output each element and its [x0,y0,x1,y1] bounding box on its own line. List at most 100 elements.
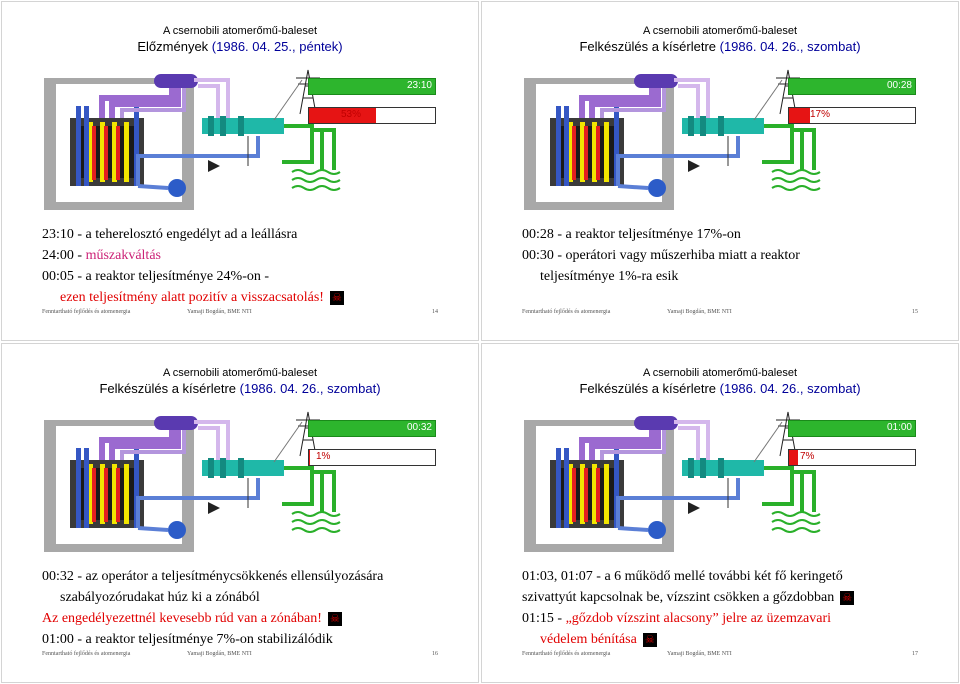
footer-course: Fenntartható fejlődés és atomenergia [522,651,611,657]
slide-footer: Fenntartható fejlődés és atomenergia Yam… [522,309,918,319]
slide-16: A csernobili atomerőmű-baleset Felkészül… [1,343,479,683]
power-indicator: 1% [308,449,436,466]
power-fill [309,450,311,465]
slide-supertitle: A csernobili atomerőmű-baleset [642,367,798,379]
text-line: 23:10 - a teherelosztó engedélyt ad a le… [42,224,452,245]
slide-title: Előzmények (1986. 04. 25., péntek) [42,39,438,54]
slide-footer: Fenntartható fejlődés és atomenergia Yam… [42,651,438,661]
pump [648,521,666,539]
valve [208,160,220,172]
footer-author: Yamaji Bogdán, BME NTI [667,309,732,315]
power-label: 7% [800,451,815,462]
time-label: 00:28 [886,80,912,91]
steam-drum [154,416,198,430]
power-fill [789,108,811,123]
page-number: 14 [432,309,438,315]
line-text: szivattyút kapcsolnak be, vízszint csökk… [522,590,835,605]
power-fill [309,108,376,123]
text-line: 00:32 - az operátor a teljesítménycsökke… [42,566,452,587]
slide-14: A csernobili atomerőmű-baleset Előzménye… [1,1,479,341]
text-line: Az engedélyezettnél kevesebb rúd van a z… [42,608,452,629]
cooling-water [771,169,821,191]
diagram [522,402,920,554]
time-indicator: 23:10 [308,78,436,95]
slide-text: 00:32 - az operátor a teljesítménycsökke… [42,566,452,650]
reactor-schematic [522,402,920,554]
skull-warning-icon: ☠ [840,590,855,605]
generator [738,460,764,476]
footer-course: Fenntartható fejlődés és atomenergia [42,651,131,657]
line-text: 00:05 - a reaktor teljesítménye 24%-on - [42,269,270,284]
slide-text: 23:10 - a teherelosztó engedélyt ad a le… [42,224,452,308]
footer-course: Fenntartható fejlődés és atomenergia [522,309,611,315]
slide-title: Felkészülés a kísérletre (1986. 04. 26.,… [42,381,438,396]
text-line: szivattyút kapcsolnak be, vízszint csökk… [522,587,932,608]
line-text: 01:15 - [522,611,566,626]
generator [258,460,284,476]
text-line: teljesítménye 1%-ra esik [522,266,932,287]
line-text: 00:32 - az operátor a teljesítménycsökke… [42,569,384,584]
cooling-water [291,511,341,533]
pump [168,179,186,197]
time-label: 23:10 [406,80,432,91]
power-fill [789,450,798,465]
text-line: 00:28 - a reaktor teljesítménye 17%-on [522,224,932,245]
slide-15: A csernobili atomerőmű-baleset Felkészül… [481,1,959,341]
title-main: Előzmények [137,39,209,54]
page-number: 16 [432,651,438,657]
slide-title: Felkészülés a kísérletre (1986. 04. 26.,… [522,381,918,396]
time-label: 01:00 [886,422,912,433]
valve [688,502,700,514]
title-date: (1986. 04. 25., péntek) [208,39,343,54]
time-label: 00:32 [406,422,432,433]
pump [648,179,666,197]
skull-warning-icon: ☠ [642,632,657,647]
line-text: teljesítménye 1%-ra esik [540,269,679,284]
footer-author: Yamaji Bogdán, BME NTI [187,651,252,657]
line-text: szabályozórudakat húz ki a zónából [60,590,260,605]
reactor-schematic [42,402,440,554]
line-highlight: Az engedélyezettnél kevesebb rúd van a z… [42,611,322,626]
cooling-water [771,511,821,533]
slide-title: Felkészülés a kísérletre (1986. 04. 26.,… [522,39,918,54]
slide-supertitle: A csernobili atomerőmű-baleset [162,367,318,379]
line-highlight: ezen teljesítmény alatt pozitív a vissza… [60,290,324,305]
text-line: 01:15 - „gőzdob vízszint alacsony” jelre… [522,608,932,629]
line-highlight: műszakváltás [85,248,161,263]
title-main: Felkészülés a kísérletre [579,381,717,396]
title-main: Felkészülés a kísérletre [579,39,717,54]
title-date: (1986. 04. 26., szombat) [716,39,861,54]
time-indicator: 00:28 [788,78,916,95]
skull-warning-icon: ☠ [329,290,344,305]
power-label: 53% [341,109,362,120]
skull-warning-icon: ☠ [327,611,342,626]
text-line: szabályozórudakat húz ki a zónából [42,587,452,608]
footer-author: Yamaji Bogdán, BME NTI [667,651,732,657]
text-line: 01:00 - a reaktor teljesítménye 7%-on st… [42,629,452,650]
slide-text: 01:03, 01:07 - a 6 működő mellé további … [522,566,932,650]
valve [688,160,700,172]
steam-drum [154,74,198,88]
line-text: 00:28 - a reaktor teljesítménye 17%-on [522,227,741,242]
footer-author: Yamaji Bogdán, BME NTI [187,309,252,315]
line-highlight: védelem bénítása [540,632,637,647]
slide-supertitle: A csernobili atomerőmű-baleset [162,25,318,37]
line-text: 24:00 - [42,248,86,263]
generator [258,118,284,134]
line-highlight: „gőzdob vízszint alacsony” jelre az üzem… [565,611,832,626]
footer-course: Fenntartható fejlődés és atomenergia [42,309,131,315]
slide-17: A csernobili atomerőmű-baleset Felkészül… [481,343,959,683]
text-line: 00:05 - a reaktor teljesítménye 24%-on - [42,266,452,287]
text-line: védelem bénítása ☠ [522,629,932,650]
line-text: 23:10 - a teherelosztó engedélyt ad a le… [42,227,298,242]
line-text: 00:30 - operátori vagy műszerhiba miatt … [522,248,800,263]
power-indicator: 7% [788,449,916,466]
steam-drum [634,416,678,430]
line-text: 01:03, 01:07 - a 6 működő mellé további … [522,569,843,584]
power-label: 1% [316,451,331,462]
title-date: (1986. 04. 26., szombat) [236,381,381,396]
line-text: 01:00 - a reaktor teljesítménye 7%-on st… [42,632,333,647]
time-indicator: 00:32 [308,420,436,437]
cooling-water [291,169,341,191]
steam-drum [634,74,678,88]
